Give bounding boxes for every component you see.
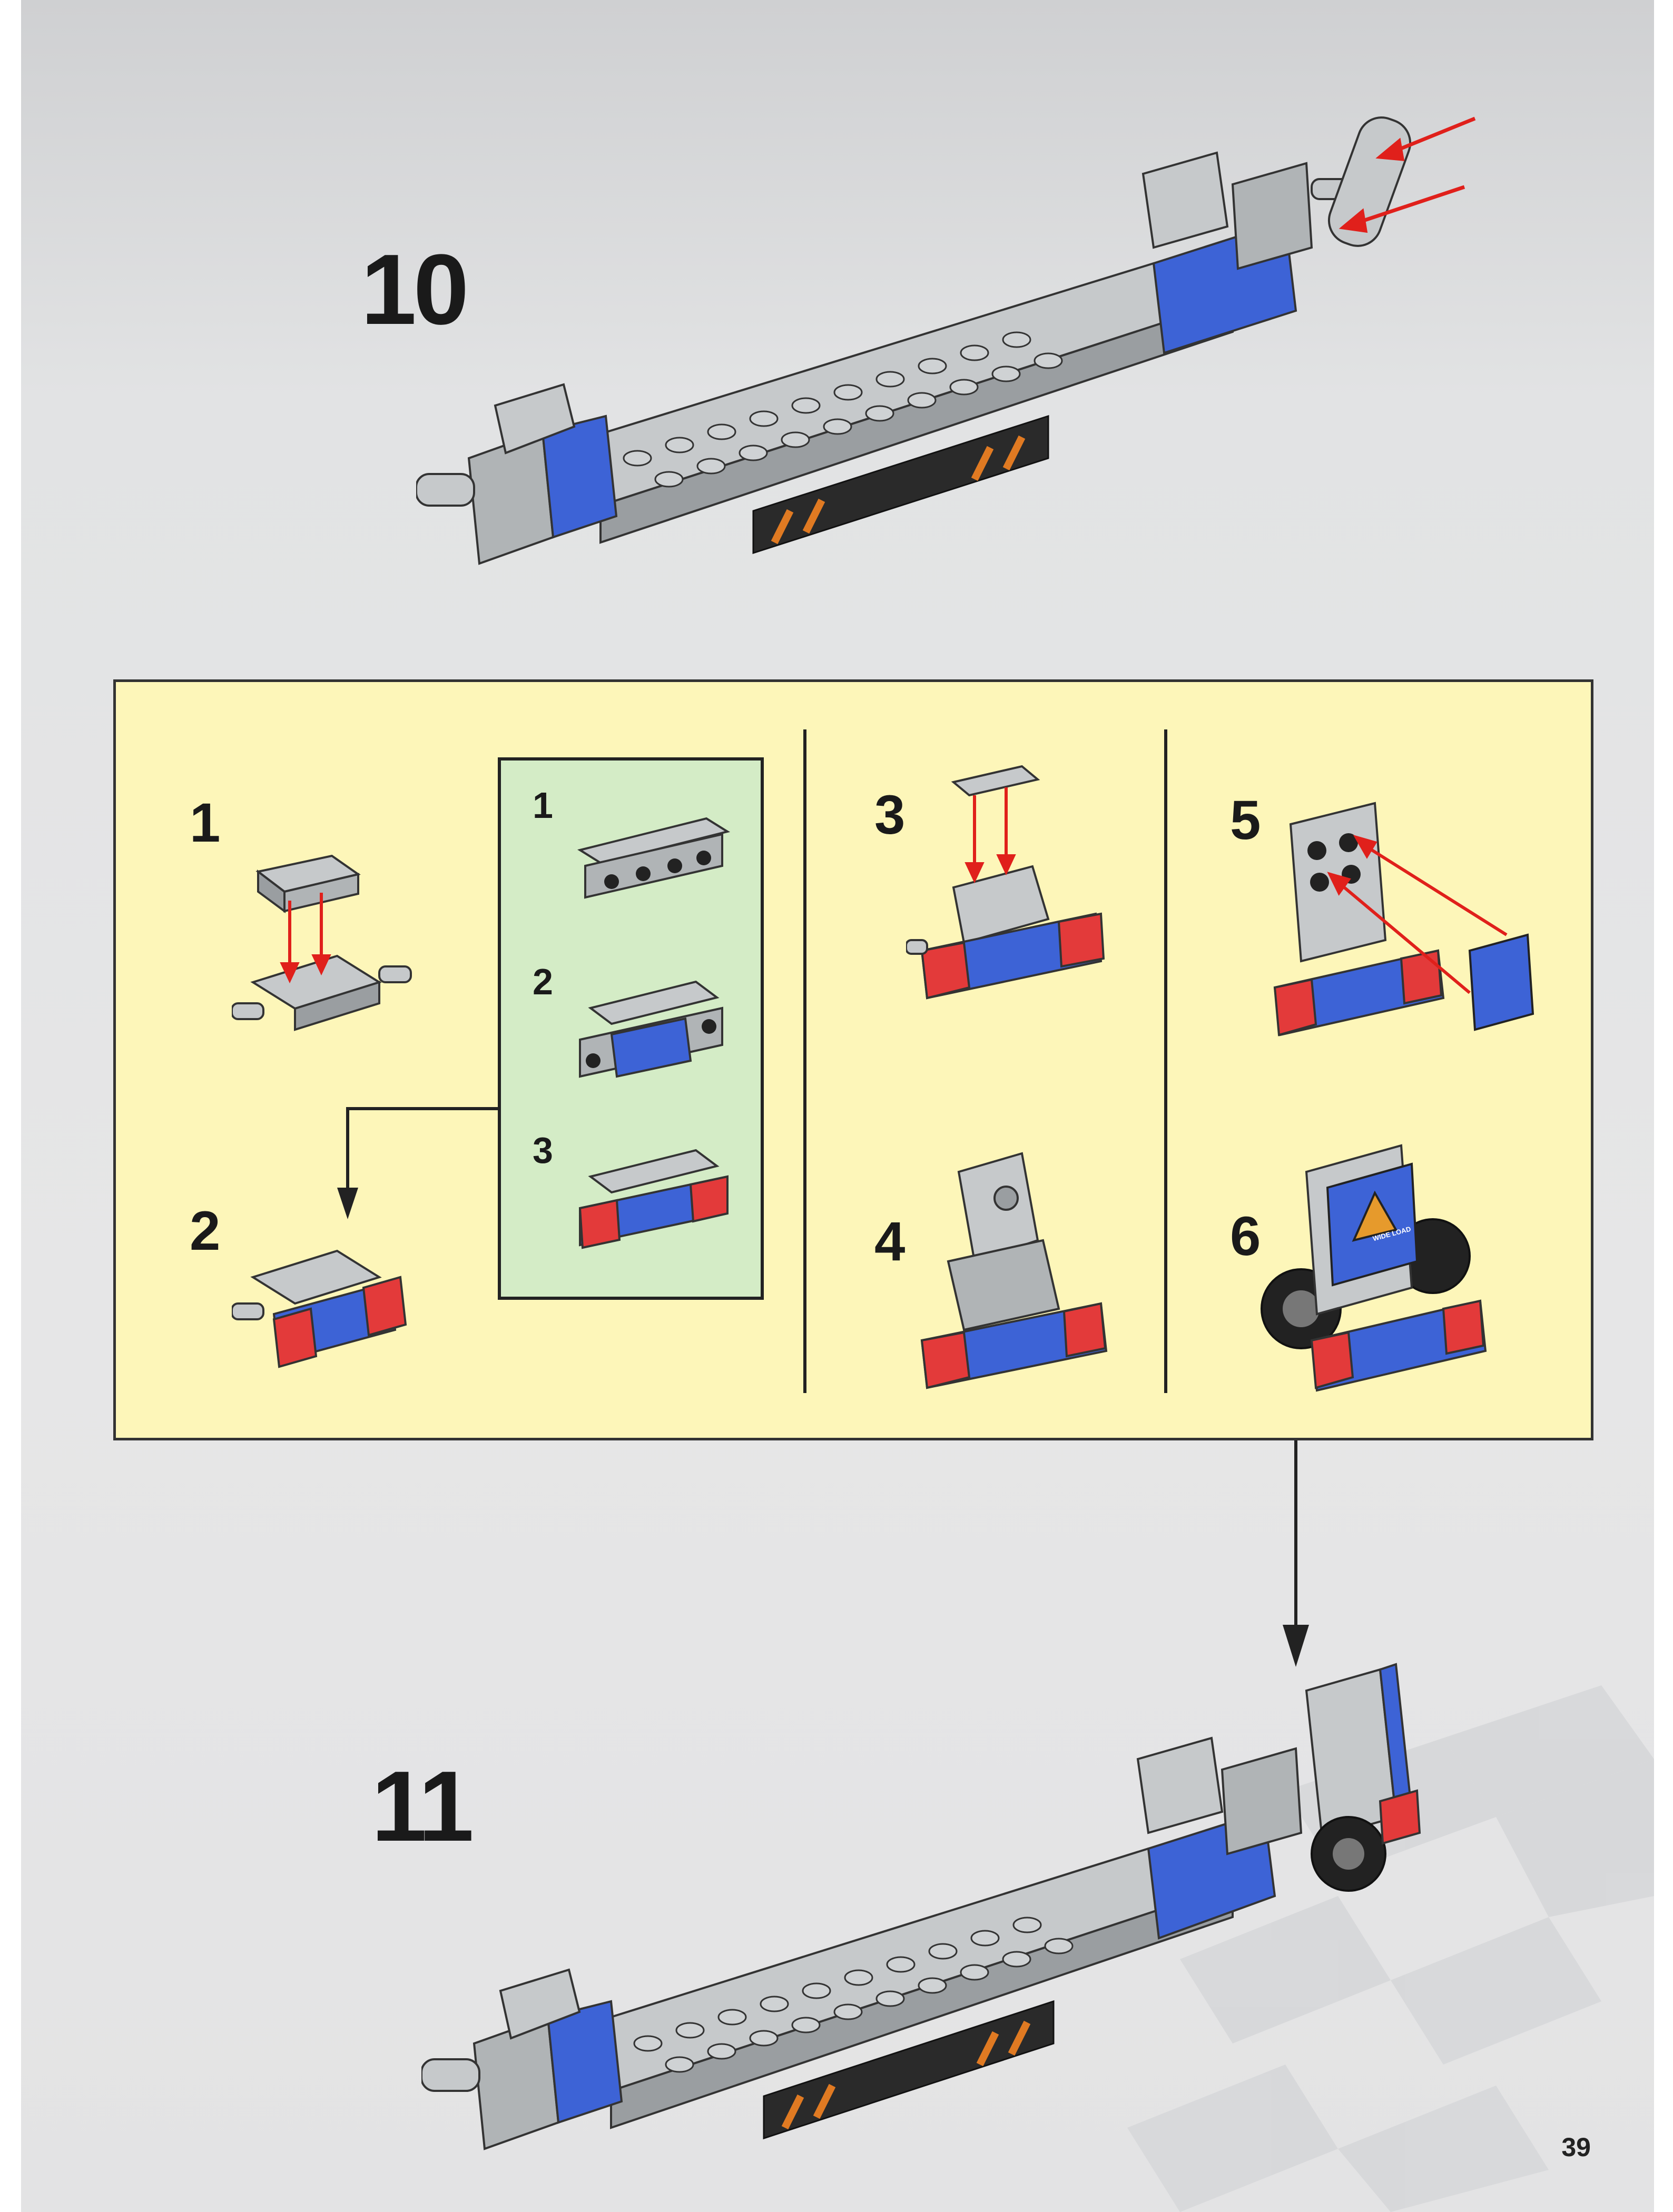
subpanel-step-2-illustration (579, 980, 723, 1078)
subpanel-step-3: 3 (533, 1130, 553, 1171)
checkered-flag-background (1127, 1685, 1654, 2212)
subpanel-step-1-illustration (577, 817, 731, 899)
step-number-11: 11 (371, 1751, 474, 1862)
substep-number-3: 3 (874, 784, 906, 846)
subpanel-step-2: 2 (533, 961, 553, 1002)
substep-6-illustration (1261, 1144, 1487, 1392)
trailer-assembly-step-10-illustration (416, 116, 1476, 565)
sub-assembly-callout: 1 2 3 4 5 6 (113, 679, 1593, 1440)
callout-to-step-11-arrow (1283, 1440, 1309, 1667)
substep-2-illustration (232, 1249, 407, 1368)
sub-sub-assembly-panel: 1 2 3 (498, 757, 764, 1300)
subpanel-step-3-illustration (578, 1149, 729, 1249)
substep-number-1: 1 (190, 792, 221, 854)
substep-number-4: 4 (874, 1211, 906, 1272)
substep-number-2: 2 (190, 1200, 221, 1262)
substep-number-5: 5 (1230, 789, 1261, 851)
trailer-assembly-step-11-illustration (421, 1663, 1421, 2150)
substep-1-illustration (232, 854, 412, 1031)
page-number: 39 (1561, 2132, 1591, 2162)
substep-number-6: 6 (1230, 1206, 1261, 1267)
instruction-page: 10 (21, 0, 1654, 2212)
substep-4-illustration (920, 1152, 1108, 1389)
subpanel-step-1: 1 (533, 785, 553, 826)
substep-5-illustration (1273, 802, 1534, 1036)
substep-3-illustration (906, 765, 1105, 1000)
callout-divider (803, 729, 806, 1393)
callout-arrow (337, 1107, 500, 1219)
callout-divider (1164, 729, 1167, 1393)
step-number-10: 10 (361, 234, 469, 345)
